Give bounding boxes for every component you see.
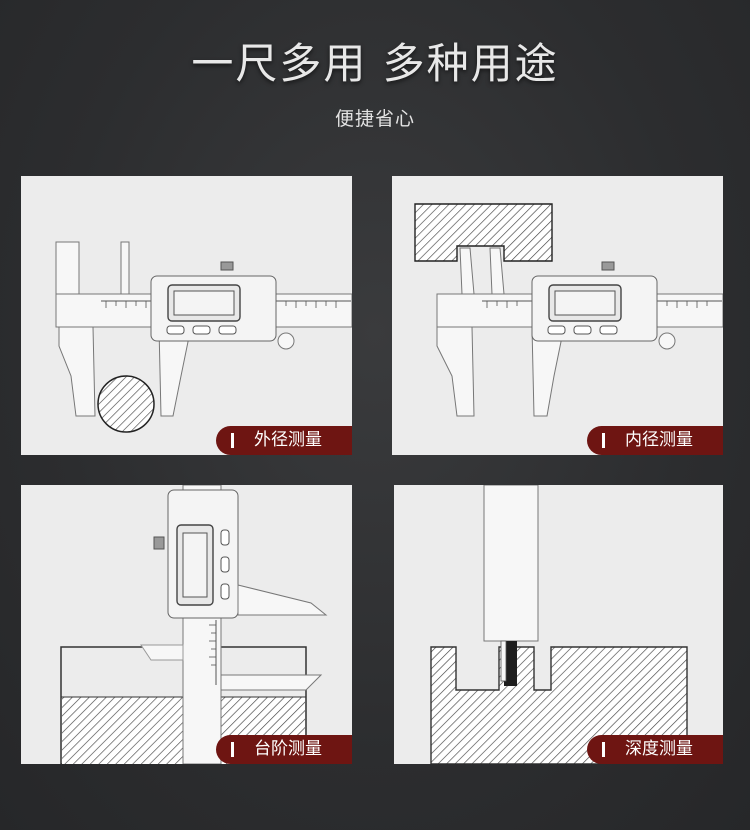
- caliper-step-illustration: [60, 485, 328, 764]
- caliper-inner-illustration: [414, 203, 723, 417]
- badge-marker: [602, 433, 605, 448]
- badge-label: 内径测量: [625, 430, 693, 450]
- page-title: 一尺多用 多种用途: [191, 39, 559, 88]
- badge-inner-diameter: 内径测量: [587, 426, 723, 455]
- panel-inner-diameter: 内径测量: [392, 176, 723, 455]
- badge-step-measurement: 台阶测量: [216, 735, 352, 764]
- panel-depth-measurement: 深度测量: [394, 485, 723, 764]
- caliper-outer-illustration: [55, 241, 352, 433]
- badge-label: 台阶测量: [254, 739, 322, 759]
- badge-marker: [231, 742, 234, 757]
- badge-label: 外径测量: [254, 430, 322, 450]
- badge-outer-diameter: 外径测量: [216, 426, 352, 455]
- panel-outer-diameter: 外径测量: [21, 176, 352, 455]
- panel-step-measurement: 台阶测量: [21, 485, 352, 764]
- badge-marker: [231, 433, 234, 448]
- badge-depth-measurement: 深度测量: [587, 735, 723, 764]
- badge-marker: [602, 742, 605, 757]
- badge-label: 深度测量: [625, 739, 693, 759]
- caliper-depth-illustration: [430, 485, 688, 764]
- page-subtitle: 便捷省心: [334, 108, 415, 130]
